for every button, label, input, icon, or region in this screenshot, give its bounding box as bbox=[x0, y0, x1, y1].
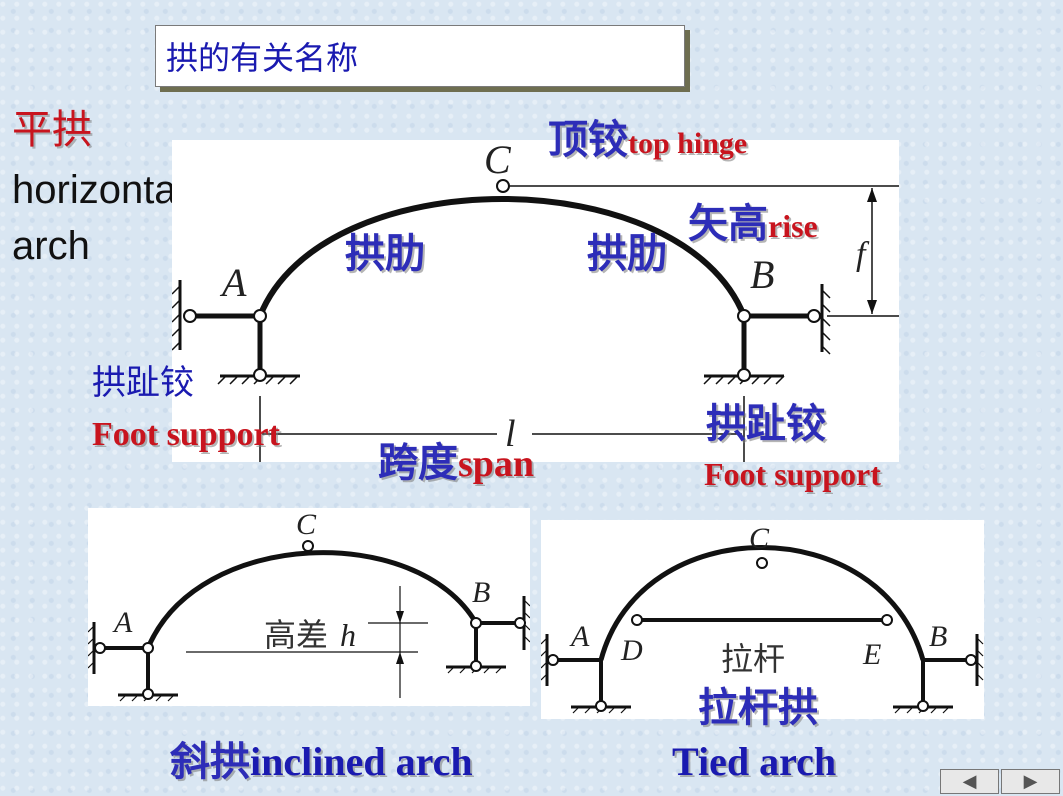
tied-point-a: A bbox=[569, 620, 590, 653]
horizontal-arch-cn-title: 平拱 bbox=[12, 108, 92, 152]
horizontal-arch-en-line2: arch bbox=[12, 224, 90, 268]
tied-arch-rib bbox=[598, 545, 926, 661]
top-hinge-label: 顶铰top hinge bbox=[548, 120, 747, 160]
tied-hinge-c bbox=[756, 557, 768, 569]
inclined-arch-panel: 高差 h C A B bbox=[87, 508, 531, 706]
page-title-text: 拱的有关名称 bbox=[166, 39, 359, 77]
tied-arch-caption-cn: 拉杆拱 bbox=[698, 685, 818, 731]
inclined-hinge-left-ground bbox=[142, 688, 154, 700]
horizontal-arch-panel: f l C A B bbox=[171, 137, 899, 462]
tied-hinge-e bbox=[881, 614, 893, 626]
inclined-point-b: B bbox=[472, 576, 490, 609]
arch-rib bbox=[257, 196, 747, 318]
tie-rod-label: 拉杆 bbox=[721, 640, 785, 678]
tied-point-c: C bbox=[749, 522, 770, 555]
inclined-point-a: A bbox=[112, 606, 133, 639]
rise-arrow-top bbox=[867, 188, 877, 202]
hinge-right-wall bbox=[807, 309, 821, 323]
tied-left-wall-hatch bbox=[540, 637, 548, 681]
tied-hinge-left-ground bbox=[595, 700, 607, 712]
rise-cn: 矢高 bbox=[688, 201, 768, 247]
horizontal-arch-diagram: f l C A B bbox=[171, 137, 899, 462]
tied-point-b: B bbox=[929, 620, 947, 653]
inclined-hinges bbox=[94, 540, 526, 700]
tied-hinge-left-wall bbox=[547, 654, 559, 666]
span-en: span bbox=[458, 443, 535, 485]
next-arrow-icon: ▶ bbox=[1023, 771, 1038, 792]
tied-arch-caption-en: Tied arch bbox=[672, 739, 837, 784]
tied-point-e: E bbox=[862, 638, 881, 671]
inclined-caption-en: inclined arch bbox=[250, 739, 473, 784]
height-arrow-bottom bbox=[396, 652, 404, 664]
inclined-hinge-a bbox=[142, 642, 154, 654]
point-a-label: A bbox=[219, 260, 247, 305]
tied-hinges bbox=[547, 557, 977, 712]
slide-navigation: ◀ ▶ bbox=[940, 769, 1062, 796]
inclined-hinge-right-wall bbox=[514, 617, 526, 629]
rise-en: rise bbox=[768, 208, 818, 244]
hinges bbox=[183, 179, 821, 382]
inclined-point-c: C bbox=[296, 508, 317, 541]
hinge-a bbox=[253, 309, 267, 323]
horizontal-arch-en-line1: horizontal bbox=[12, 168, 186, 212]
span-dimension bbox=[259, 396, 745, 462]
inclined-arch-diagram: 高差 h C A B bbox=[87, 508, 531, 702]
inclined-left-wall-hatch bbox=[87, 625, 95, 669]
span-cn: 跨度 bbox=[378, 440, 458, 486]
rise-symbol: f bbox=[856, 236, 870, 273]
hinge-b bbox=[737, 309, 751, 323]
height-diff-dimension bbox=[186, 586, 428, 698]
foot-support-right-en: Foot support bbox=[704, 456, 881, 492]
tied-arch-diagram: C A D E B 拉杆 bbox=[540, 522, 984, 714]
tied-right-wall-hatch bbox=[976, 637, 984, 681]
hinge-left-wall bbox=[183, 309, 197, 323]
foot-hinge-left-cn: 拱趾铰 bbox=[92, 363, 194, 403]
tied-arch-panel: C A D E B 拉杆 bbox=[540, 520, 984, 719]
tied-point-d: D bbox=[620, 634, 643, 667]
inclined-caption-cn: 斜拱 bbox=[170, 739, 250, 785]
point-b-label: B bbox=[750, 252, 774, 297]
inclined-hinge-left-wall bbox=[94, 642, 106, 654]
inclined-hinge-c bbox=[302, 540, 314, 552]
inclined-hinge-b bbox=[470, 617, 482, 629]
foot-hinge-right-cn: 拱趾铰 bbox=[706, 401, 826, 447]
arch-rib-left-label: 拱肋 bbox=[345, 231, 425, 277]
height-diff-label: 高差 bbox=[264, 616, 328, 654]
hinge-right-ground bbox=[737, 368, 751, 382]
span-symbol: l bbox=[505, 413, 516, 455]
foot-support-left-en: Foot support bbox=[92, 416, 280, 453]
right-wall-hatch bbox=[821, 289, 831, 355]
height-symbol: h bbox=[340, 617, 356, 653]
height-arrow-top bbox=[396, 611, 404, 623]
tied-hinge-d bbox=[631, 614, 643, 626]
inclined-arch-caption: 斜拱inclined arch bbox=[170, 739, 473, 785]
tied-hinge-right-ground bbox=[917, 700, 929, 712]
left-wall-hatch bbox=[171, 285, 181, 351]
page-title: 拱的有关名称 bbox=[155, 25, 685, 87]
top-hinge-cn: 顶铰 bbox=[548, 117, 628, 163]
inclined-hinge-right-ground bbox=[470, 660, 482, 672]
inclined-arch-rib bbox=[145, 550, 479, 649]
rise-arrow-bottom bbox=[867, 300, 877, 314]
prev-slide-button[interactable]: ◀ bbox=[940, 769, 999, 794]
span-label: 跨度span bbox=[378, 443, 534, 483]
prev-arrow-icon: ◀ bbox=[962, 771, 977, 792]
top-hinge-en: top hinge bbox=[628, 127, 748, 160]
arch-rib-right-label: 拱肋 bbox=[587, 231, 667, 277]
hinge-left-ground bbox=[253, 368, 267, 382]
rise-dimension bbox=[509, 185, 899, 317]
tied-hinge-right-wall bbox=[965, 654, 977, 666]
point-c-label: C bbox=[484, 140, 512, 182]
next-slide-button[interactable]: ▶ bbox=[1001, 769, 1060, 794]
rise-label: 矢高rise bbox=[688, 204, 818, 244]
